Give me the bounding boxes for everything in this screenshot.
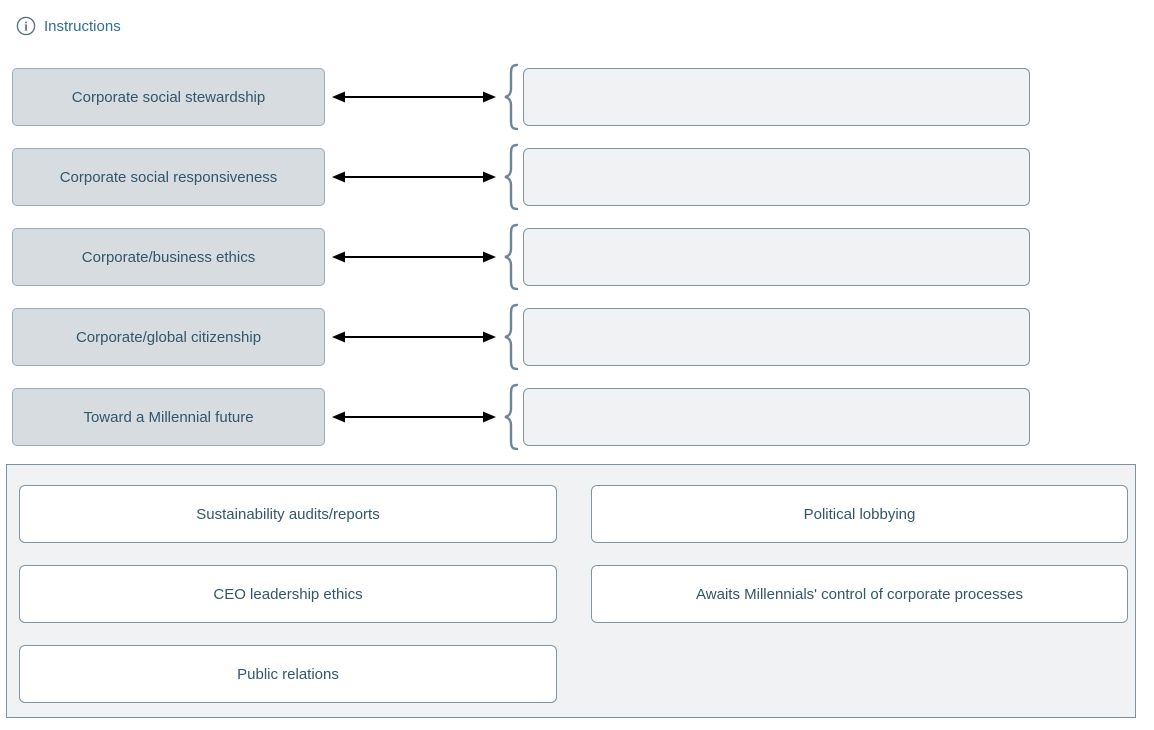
drop-zone[interactable] xyxy=(523,148,1030,206)
drop-zone[interactable] xyxy=(523,228,1030,286)
term-card: Corporate/business ethics xyxy=(12,228,325,286)
term-card: Corporate social stewardship xyxy=(12,68,325,126)
term-label: Corporate/business ethics xyxy=(81,248,256,266)
option-card[interactable]: Sustainability audits/reports xyxy=(19,485,557,543)
brace-icon xyxy=(502,143,522,211)
term-card: Toward a Millennial future xyxy=(12,388,325,446)
brace-icon xyxy=(502,223,522,291)
option-label: Public relations xyxy=(237,665,339,683)
double-arrow-icon xyxy=(332,410,496,424)
options-tray: Sustainability audits/reports Political … xyxy=(6,464,1136,718)
info-icon: i xyxy=(16,16,36,36)
double-arrow-icon xyxy=(332,170,496,184)
term-card: Corporate social responsiveness xyxy=(12,148,325,206)
term-label: Corporate social stewardship xyxy=(71,88,266,106)
option-card[interactable]: CEO leadership ethics xyxy=(19,565,557,623)
option-label: Awaits Millennials' control of corporate… xyxy=(696,585,1023,603)
instructions-button[interactable]: i Instructions xyxy=(16,16,121,36)
brace-icon xyxy=(502,383,522,451)
instructions-label: Instructions xyxy=(44,17,121,35)
brace-icon xyxy=(502,63,522,131)
brace-icon xyxy=(502,303,522,371)
term-card: Corporate/global citizenship xyxy=(12,308,325,366)
option-card[interactable]: Political lobbying xyxy=(591,485,1128,543)
svg-text:i: i xyxy=(24,19,28,33)
option-card[interactable]: Awaits Millennials' control of corporate… xyxy=(591,565,1128,623)
term-label: Toward a Millennial future xyxy=(83,408,254,426)
drop-zone[interactable] xyxy=(523,308,1030,366)
term-label: Corporate social responsiveness xyxy=(59,168,278,186)
double-arrow-icon xyxy=(332,330,496,344)
option-label: CEO leadership ethics xyxy=(213,585,363,603)
drop-zone[interactable] xyxy=(523,68,1030,126)
option-label: Sustainability audits/reports xyxy=(196,505,380,523)
drop-zone[interactable] xyxy=(523,388,1030,446)
option-card[interactable]: Public relations xyxy=(19,645,557,703)
double-arrow-icon xyxy=(332,250,496,264)
option-label: Political lobbying xyxy=(803,505,916,523)
double-arrow-icon xyxy=(332,90,496,104)
term-label: Corporate/global citizenship xyxy=(75,328,262,346)
